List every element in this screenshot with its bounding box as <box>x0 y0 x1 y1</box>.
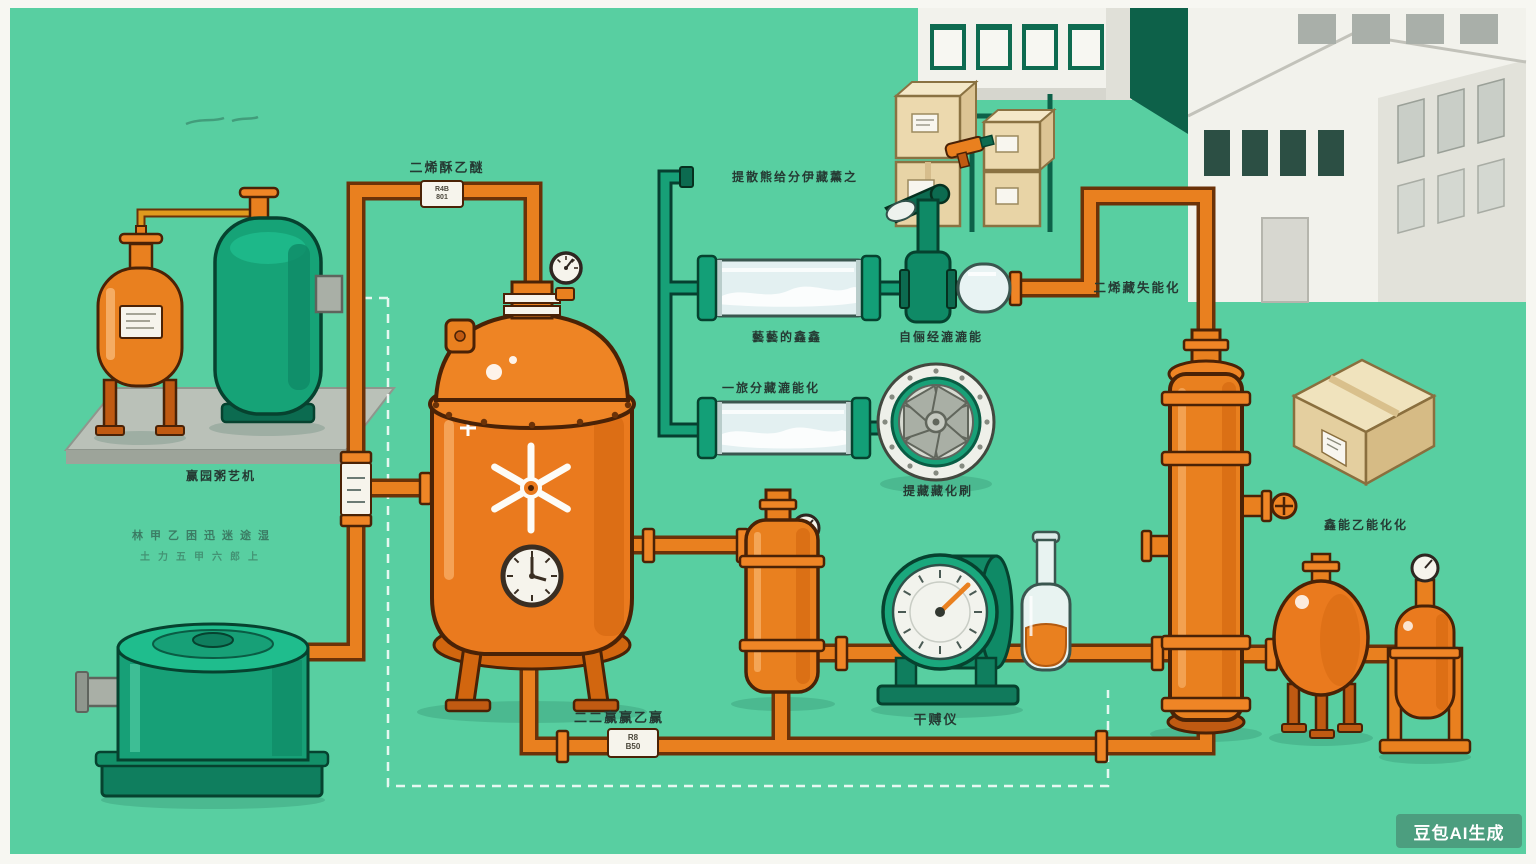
pump-valve <box>884 183 957 324</box>
orange-feed-tank <box>95 225 185 436</box>
cardboard-box <box>1291 358 1437 487</box>
ai-watermark: 豆包AI生成 <box>1396 814 1522 848</box>
glass-capsule <box>956 262 1012 314</box>
valve-handle <box>238 186 280 199</box>
tank-label-plate <box>119 305 163 339</box>
agitator-icon <box>491 442 571 534</box>
spray-tool <box>944 134 995 169</box>
reactor-pressure-gauge <box>549 251 583 301</box>
teal-pipes <box>657 166 960 438</box>
reactor-dial-gauge <box>500 544 564 608</box>
mixing-vat <box>75 622 330 798</box>
sphere-tank <box>1272 552 1370 739</box>
dryer-instrument <box>876 553 1020 706</box>
sample-bottle <box>1020 530 1072 672</box>
dark-teal-wall <box>1130 8 1188 134</box>
vessel-gauge <box>1410 553 1440 583</box>
valve-handle <box>118 232 164 245</box>
outlet-vessel <box>1378 553 1472 755</box>
teal-storage-tank <box>213 186 344 424</box>
glass-filter-1 <box>696 254 882 322</box>
side-fitting <box>314 274 344 314</box>
glass-filter-2 <box>696 396 872 460</box>
vat-lid-handle <box>192 632 234 648</box>
fan-wheel <box>876 362 996 493</box>
dial-needle <box>937 582 971 615</box>
pipe-tag-top <box>420 180 464 208</box>
ground-shadows <box>94 420 1471 809</box>
hand-valve-wheel <box>1270 492 1298 520</box>
buffer-column <box>738 488 826 694</box>
main-reactor <box>428 251 636 713</box>
sketch-marks <box>185 115 259 126</box>
distillation-column <box>1140 328 1298 735</box>
factory-building-far <box>1187 8 1527 303</box>
pipe-tag-bottom <box>607 728 659 758</box>
